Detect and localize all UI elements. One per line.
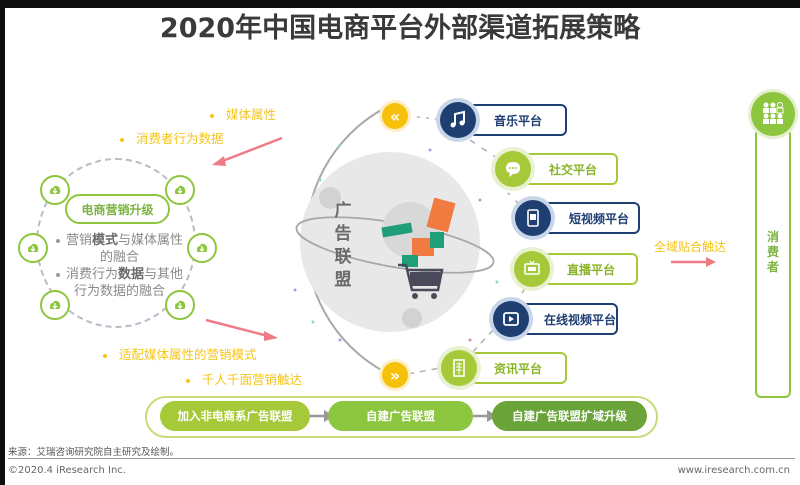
platform-live: 直播平台 — [533, 253, 638, 285]
music-note-icon — [440, 102, 476, 138]
live-tv-icon — [514, 251, 550, 287]
consumer-bar — [755, 128, 791, 398]
platform-short-video: 短视频平台 — [535, 202, 640, 234]
consumer-label: 消 费 者 — [766, 230, 779, 274]
double-chevron-left-icon: « — [382, 103, 408, 129]
upgrade-point: 消费行为数据与其他行为数据的融合 — [52, 266, 187, 300]
source-note: 来源：艾瑞咨询研究院自主研究及绘制。 — [8, 447, 180, 458]
platform-news: 资讯平台 — [460, 352, 567, 384]
cloud-download-icon — [18, 233, 48, 263]
cloud-download-icon — [165, 175, 195, 205]
ecommerce-marketing-upgrade-pill: 电商营销升级 — [65, 194, 170, 224]
cloud-download-icon — [40, 175, 70, 205]
cloud-download-icon — [40, 290, 70, 320]
play-button-icon — [493, 301, 529, 337]
platform-music: 音乐平台 — [460, 104, 567, 136]
ad-alliance-label: 广 告 联 盟 — [334, 201, 352, 290]
media-attribute-bullet: 媒体属性 — [210, 104, 276, 123]
people-group-icon — [751, 92, 795, 136]
cloud-download-icon — [165, 290, 195, 320]
page-title: 2020年中国电商平台外部渠道拓展策略 — [159, 13, 641, 44]
double-chevron-right-icon: » — [382, 362, 408, 388]
upgrade-points: 营销模式与媒体属性的融合 消费行为数据与其他行为数据的融合 — [52, 232, 187, 300]
website-link[interactable]: www.iresearch.com.cn — [677, 465, 790, 476]
upgrade-point: 营销模式与媒体属性的融合 — [52, 232, 187, 266]
full-domain-reach-label: 全域贴合触达 — [654, 240, 727, 254]
news-document-icon — [441, 350, 477, 386]
adapted-marketing-bullet: 适配媒体属性的营销模式 — [103, 344, 257, 363]
shopping-cart-illustration — [295, 187, 495, 328]
stage-expand-alliance: 自建广告联盟扩域升级 — [492, 401, 647, 431]
arrow-reach-icon — [671, 257, 716, 267]
personalized-reach-bullet: 千人千面营销触达 — [186, 369, 302, 388]
copyright: ©2020.4 iResearch Inc. — [8, 465, 126, 476]
chat-bubble-icon — [495, 151, 531, 187]
consumer-data-bullet: 消费者行为数据 — [120, 128, 224, 147]
stage-join-alliance: 加入非电商系广告联盟 — [160, 401, 310, 431]
arrow-in-icon — [212, 136, 283, 166]
cloud-download-icon — [187, 233, 217, 263]
phone-video-icon — [515, 200, 551, 236]
stage-build-alliance: 自建广告联盟 — [328, 401, 473, 431]
platform-social: 社交平台 — [515, 153, 618, 185]
footer-divider — [8, 458, 795, 459]
arrow-out-icon — [205, 318, 278, 341]
